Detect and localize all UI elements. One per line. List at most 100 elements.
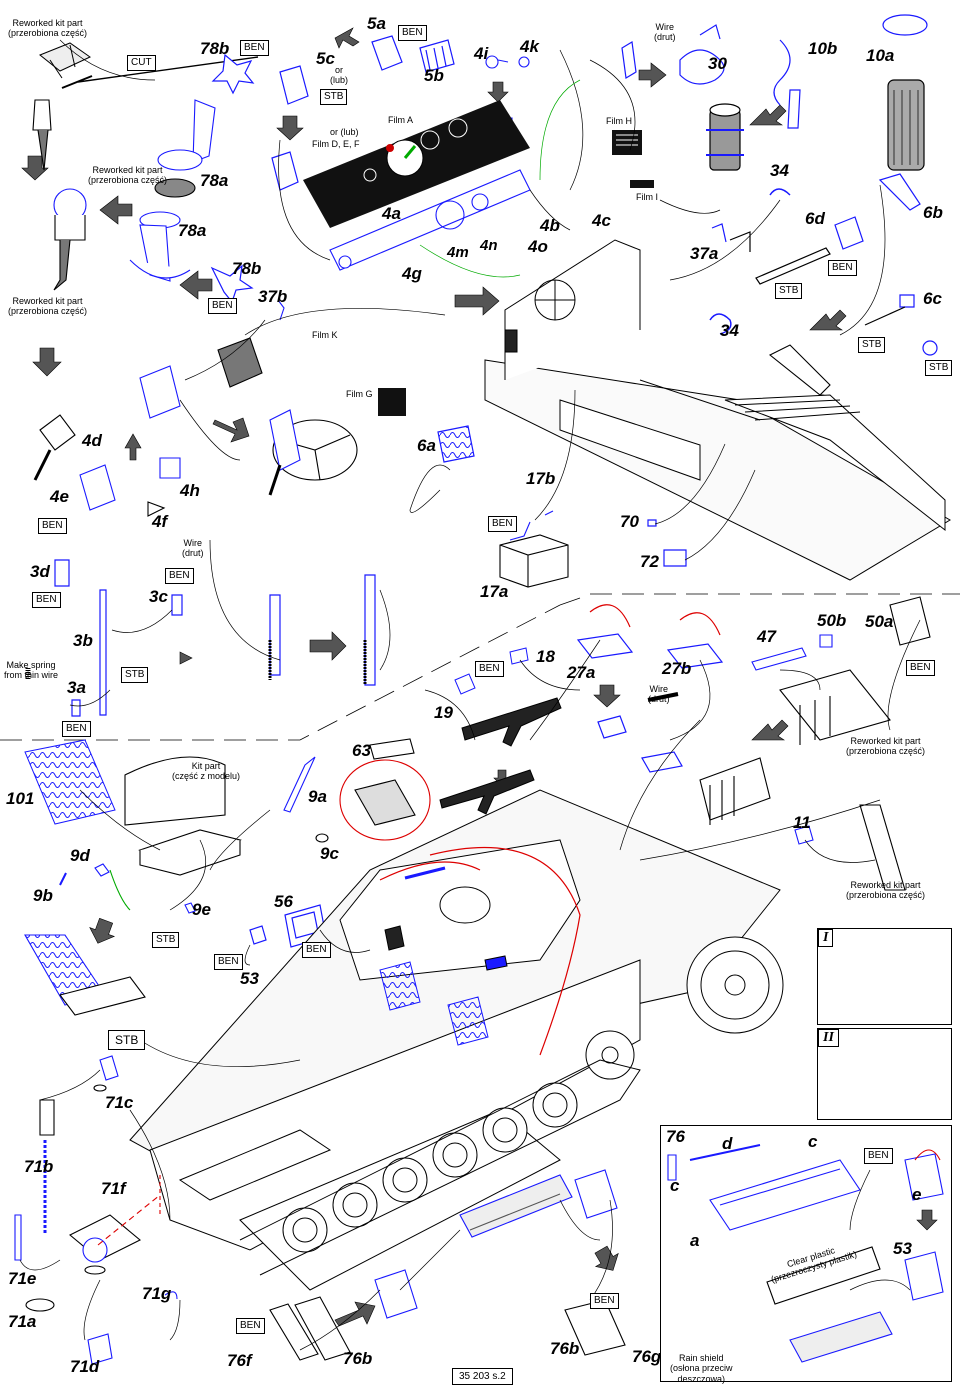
- connector-lines: [19, 39, 921, 1351]
- label-76: 76: [666, 1127, 685, 1146]
- label-34: 34: [720, 321, 739, 340]
- part-78b-star-2: [210, 264, 254, 304]
- inset-ii-label: II: [818, 1029, 839, 1047]
- badge-stb-9e: STB: [152, 932, 180, 948]
- label-78a-top: 78a: [200, 171, 229, 190]
- part-17-box: [499, 510, 569, 588]
- note-film-def: Film D, E, F: [312, 139, 360, 149]
- label-3d: 3d: [30, 562, 50, 581]
- badge-stb-6c: STB: [858, 337, 886, 353]
- part-valve-left: [32, 99, 87, 291]
- label-a: a: [690, 1231, 700, 1250]
- inset-76-art: [667, 1144, 944, 1363]
- label-6a: 6a: [417, 436, 436, 455]
- label-3b: 3b: [73, 631, 93, 650]
- label-78a: 78a: [178, 221, 207, 240]
- part-30-wire: [621, 24, 725, 85]
- label-4d: 4d: [82, 431, 102, 450]
- part-6a-mesh: [437, 425, 475, 463]
- part-5a-block: [371, 35, 455, 73]
- label-5c: 5c: [316, 49, 335, 68]
- note-wire-27: Wire (drut): [648, 684, 670, 705]
- badge-ben-78b: BEN: [240, 40, 269, 56]
- label-71f: 71f: [101, 1179, 126, 1198]
- label-4e: 4e: [50, 487, 69, 506]
- label-4h: 4h: [180, 481, 200, 500]
- badge-ben-76-inset: BEN: [864, 1148, 893, 1164]
- part-37a-rod: [711, 223, 751, 252]
- label-9b: 9b: [33, 886, 53, 905]
- label-76b: 76b: [550, 1339, 580, 1358]
- label-37b: 37b: [258, 287, 288, 306]
- label-19: 19: [434, 703, 453, 722]
- badge-ben-3d: BEN: [32, 592, 61, 608]
- badge-ben-3a: BEN: [62, 721, 91, 737]
- label-4f: 4f: [152, 512, 168, 531]
- direction-arrows: [21, 27, 938, 1327]
- label-6c: 6c: [923, 289, 942, 308]
- label-76g: 76g: [632, 1347, 662, 1366]
- part-11-tube: [794, 804, 906, 891]
- part-70-72: [647, 519, 687, 567]
- label-70: 70: [620, 512, 639, 531]
- label-37a: 37a: [690, 244, 719, 263]
- part-76-parts: [269, 1169, 626, 1361]
- label-78b-lower: 78b: [232, 259, 262, 278]
- badge-ben-78b-lower: BEN: [208, 298, 237, 314]
- part-6b-lever: [864, 173, 938, 356]
- label-101: 101: [6, 789, 35, 808]
- badge-stb-71: STB: [108, 1030, 146, 1050]
- label-4m: 4m: [447, 244, 469, 261]
- label-76b-left: 76b: [343, 1349, 373, 1368]
- note-kit-part: Kit part (część z modelu): [172, 761, 241, 782]
- label-71b: 71b: [24, 1157, 54, 1176]
- label-11: 11: [793, 813, 811, 832]
- note-wire-30: Wire (drut): [654, 22, 676, 43]
- label-c-left: c: [670, 1176, 680, 1195]
- part-6d-rod: [755, 216, 864, 285]
- part-71-group: [14, 1055, 178, 1365]
- label-6b: 6b: [923, 203, 943, 222]
- label-4g: 4g: [402, 264, 422, 283]
- note-film-a: Film A: [388, 115, 414, 125]
- badge-stb-6d: STB: [775, 283, 803, 299]
- label-4o: 4o: [528, 237, 548, 256]
- label-50b: 50b: [817, 611, 847, 630]
- label-3c: 3c: [149, 587, 168, 606]
- note-or-lub: or (lub): [330, 65, 349, 86]
- badge-ben-56: BEN: [302, 942, 331, 958]
- part-film-h: [612, 130, 654, 188]
- note-film-h: Film H: [606, 116, 632, 126]
- badge-ben-76f: BEN: [236, 1318, 265, 1334]
- part-film-g: [378, 388, 406, 416]
- part-3-rod: [25, 559, 376, 717]
- label-9a: 9a: [308, 787, 327, 806]
- label-17b: 17b: [526, 469, 556, 488]
- note-reworked-50: Reworked kit part (przerobiona część): [846, 736, 926, 757]
- label-71g: 71g: [142, 1284, 172, 1303]
- badge-ben-50a: BEN: [906, 660, 935, 676]
- label-71e: 71e: [8, 1269, 37, 1288]
- note-reworked-left: Reworked kit part (przerobiona część): [8, 296, 88, 317]
- part-34-clip: [709, 188, 791, 335]
- label-6d: 6d: [805, 209, 825, 228]
- label-9e: 9e: [192, 900, 211, 919]
- part-10a-drum: [882, 14, 928, 171]
- part-78-stand: [129, 99, 216, 282]
- part-seat-9: [59, 756, 329, 914]
- part-63-hinge: [339, 738, 431, 841]
- label-3a: 3a: [67, 678, 86, 697]
- label-5a: 5a: [367, 14, 386, 33]
- part-guns: [439, 647, 562, 815]
- label-63: 63: [352, 741, 371, 760]
- badge-ben-6d: BEN: [828, 260, 857, 276]
- vehicle-interior-top: [484, 239, 951, 581]
- label-9c: 9c: [320, 844, 339, 863]
- label-27b: 27b: [662, 659, 692, 678]
- part-4e-bracket: [79, 365, 181, 517]
- label-78b: 78b: [200, 39, 230, 58]
- red-route: [379, 846, 581, 1056]
- label-76f: 76f: [227, 1351, 252, 1370]
- part-47-50-box: [699, 596, 931, 825]
